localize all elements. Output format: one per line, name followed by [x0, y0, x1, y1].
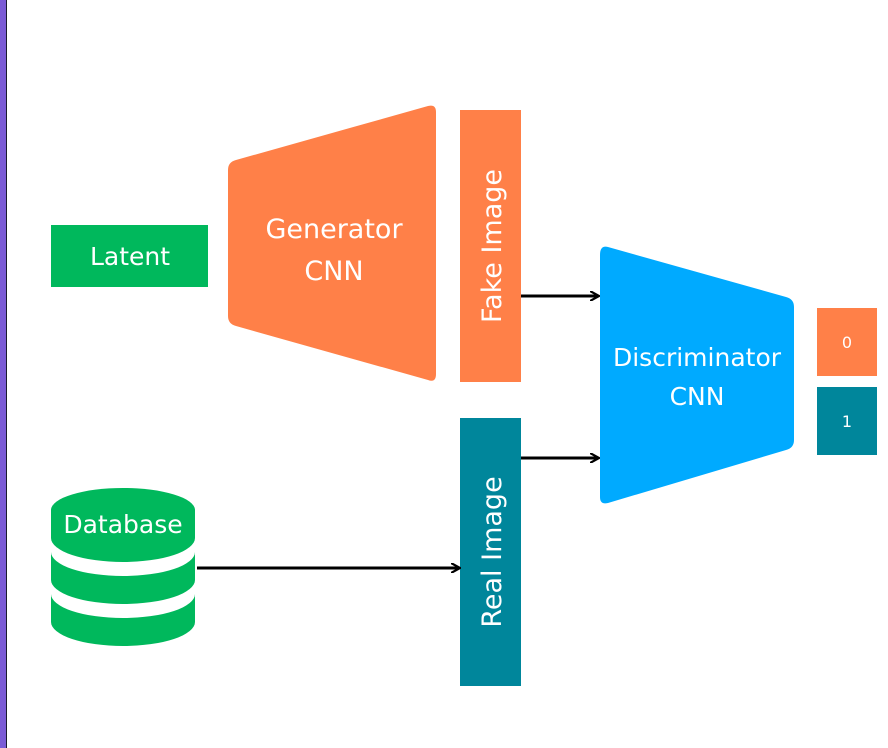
output-0-label: 0: [842, 333, 852, 352]
real-image-bar: [460, 418, 521, 686]
latent-box: [51, 225, 208, 287]
discriminator-block: [600, 246, 794, 504]
output-1-box: [817, 387, 877, 455]
frame-border: [0, 0, 7, 748]
fake-image-label: Fake Image: [477, 169, 508, 323]
latent-node: Latent: [51, 225, 208, 287]
discriminator-node: Discriminator CNN: [600, 246, 794, 504]
discriminator-label-line1: Discriminator: [613, 343, 782, 372]
database-icon: Database: [51, 488, 195, 646]
generator-label-line2: CNN: [304, 256, 363, 287]
discriminator-label-line2: CNN: [670, 382, 725, 411]
fake-image-node: Fake Image: [460, 110, 521, 382]
generator-block: [228, 105, 436, 381]
output-1-node: 1: [817, 387, 877, 455]
output-0-node: 0: [817, 308, 877, 376]
real-image-node: Real Image: [460, 418, 521, 686]
output-0-box: [817, 308, 877, 376]
database-label: Database: [63, 510, 182, 539]
real-image-label: Real Image: [477, 476, 508, 627]
edges: [197, 296, 598, 568]
latent-label: Latent: [90, 242, 170, 271]
generator-node: Generator CNN: [228, 105, 436, 381]
generator-label-line1: Generator: [265, 214, 403, 245]
output-1-label: 1: [842, 412, 852, 431]
fake-image-bar: [460, 110, 521, 382]
